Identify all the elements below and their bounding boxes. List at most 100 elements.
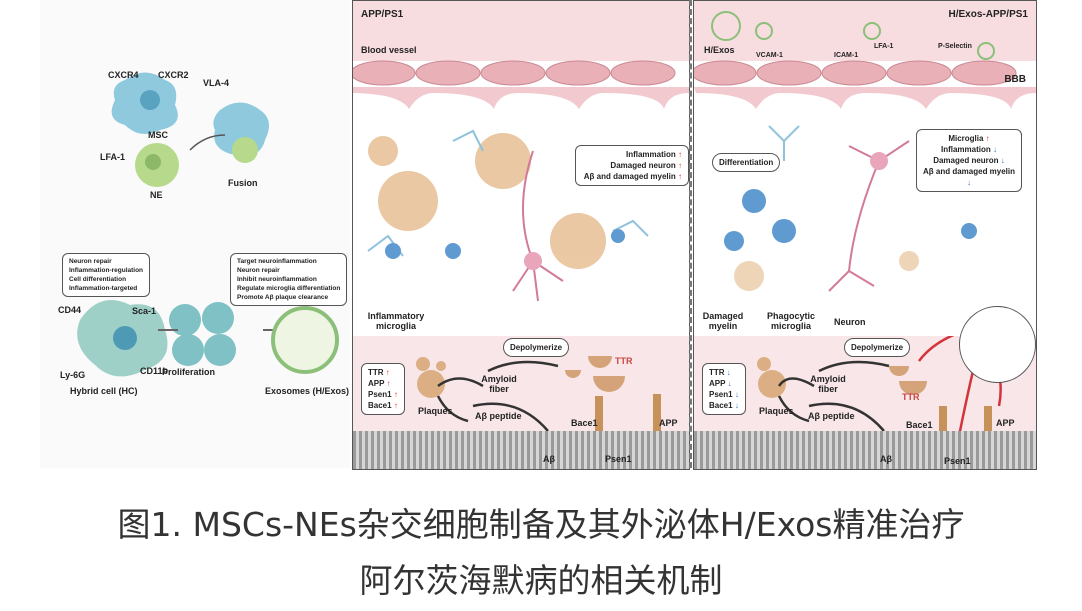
endothelium <box>694 60 1036 109</box>
neuron-icon <box>524 252 542 270</box>
gene-box: TTR ↓ APP ↓ Psen1 ↓ Bace1 ↓ <box>702 363 746 415</box>
gene-box: TTR ↑ APP ↑ Psen1 ↑ Bace1 ↑ <box>361 363 405 415</box>
marker-label: Sca-1 <box>132 306 157 316</box>
exosome-icon <box>711 11 995 60</box>
msc-label: MSC <box>148 130 168 140</box>
marker-label: CD11b <box>140 366 169 376</box>
proliferation-icon <box>169 302 236 366</box>
molecular-section: Depolymerize TTR Amyloid fiber Plaques A… <box>353 336 689 469</box>
brain-tissue-illustration <box>711 11 995 292</box>
app-label: APP <box>996 418 1015 428</box>
panel-divider <box>689 0 692 468</box>
depolymerize-label: Depolymerize <box>844 338 911 357</box>
ne-cell-icon <box>135 143 179 187</box>
plaque-icon <box>368 133 606 269</box>
status-text: Microglia <box>948 134 984 143</box>
fusion-arrow <box>189 134 226 151</box>
adhesion-label: VCAM-1 <box>756 52 783 59</box>
up-arrow-icon: ↑ <box>678 161 682 170</box>
down-arrow-icon: ↓ <box>734 390 739 399</box>
cell-membrane <box>353 431 689 469</box>
status-box: Inflammation ↑ Damaged neuron ↑ Aβ and d… <box>575 145 689 186</box>
ttr-icon <box>889 366 927 395</box>
left-panel: CXCR4 CXCR2 VLA-4 LFA-1 MSC NE Fusion Ne… <box>40 0 350 468</box>
receptor-label: CXCR2 <box>158 70 189 80</box>
phagocytic-label: Phagocytic microglia <box>766 311 815 331</box>
microglia-icon <box>724 189 977 251</box>
blood-vessel-label: Blood vessel <box>361 45 417 55</box>
status-text: Aβ and damaged myelin <box>923 167 1016 176</box>
status-text: Inflammation <box>940 145 991 154</box>
hc-function-item: Inflammation-targeted <box>69 285 138 292</box>
adhesion-label: P-Selectin <box>938 43 972 50</box>
down-arrow-icon: ↓ <box>1000 156 1005 165</box>
blood-vessel <box>353 1 689 61</box>
plaque-icon <box>734 251 919 291</box>
marker-label: CD44 <box>58 305 82 315</box>
hexos-label: H/Exos <box>704 45 735 55</box>
psen1-label: Psen1 <box>605 454 632 464</box>
ttr-label: TTR <box>902 392 920 402</box>
depolymerize-label: Depolymerize <box>503 338 570 357</box>
hexos-zoom-circle <box>959 306 1036 383</box>
up-arrow-icon: ↑ <box>393 401 398 410</box>
status-text: Aβ and damaged myelin <box>583 172 676 181</box>
abeta-label: Aβ <box>880 454 892 464</box>
figure-caption-line2: 阿尔茨海默病的相关机制 <box>359 561 723 600</box>
neuron-label: Neuron <box>834 317 866 327</box>
microglia-icon <box>385 229 625 259</box>
microglia-icon <box>768 125 800 161</box>
neuron-icon <box>870 152 888 170</box>
ttr-icon <box>565 356 625 392</box>
adhesion-label: ICAM-1 <box>834 52 859 59</box>
cell-illustrations <box>77 72 339 377</box>
amyloid-label: Amyloid fiber <box>810 374 846 394</box>
gene-text: Psen1 <box>368 390 392 399</box>
fusion-label: Fusion <box>228 178 258 188</box>
plaque-icon <box>757 357 786 398</box>
hc-label: Hybrid cell (HC) <box>70 386 138 396</box>
down-arrow-icon: ↓ <box>726 368 731 377</box>
down-arrow-icon: ↓ <box>727 379 732 388</box>
down-arrow-icon: ↓ <box>967 178 971 187</box>
status-text: Damaged neuron <box>933 156 999 165</box>
proliferation-label: Proliferation <box>162 367 216 377</box>
pathway-arrows <box>777 360 890 432</box>
psen1-label: Psen1 <box>944 456 971 466</box>
microglia-label: Inflammatory microglia <box>367 311 425 331</box>
neuron-icon <box>512 150 564 302</box>
exos-function-item: Promote Aβ plaque clearance <box>237 294 329 301</box>
brain-tissue-illustration <box>367 129 649 302</box>
exos-function-item: Inhibit neuroinflammation <box>237 276 317 283</box>
bace1-label: Bace1 <box>906 420 933 430</box>
gene-text: APP <box>709 379 726 388</box>
exosome-icon <box>271 306 339 374</box>
hc-function-item: Neuron repair <box>69 258 112 265</box>
receptor-label: LFA-1 <box>100 152 126 162</box>
gene-text: APP <box>368 379 385 388</box>
hc-function-item: Cell differentiation <box>69 276 127 283</box>
msc-cell-icon <box>111 72 178 134</box>
up-arrow-icon: ↑ <box>393 390 398 399</box>
exos-function-item: Regulate microglia differentiation <box>237 285 341 292</box>
app-label: APP <box>659 418 678 428</box>
gene-text: Psen1 <box>709 390 733 399</box>
down-arrow-icon: ↓ <box>993 145 997 154</box>
endothelium <box>353 60 689 109</box>
receptor-label: VLA-4 <box>203 78 230 88</box>
up-arrow-icon: ↑ <box>385 368 390 377</box>
figure-caption-line1: 图1. MSCs-NEs杂交细胞制备及其外泌体H/Exos精准治疗 <box>117 505 965 544</box>
damaged-myelin-label: Damaged myelin <box>702 311 744 331</box>
up-arrow-icon: ↑ <box>985 134 990 143</box>
status-text: Inflammation <box>625 150 676 159</box>
amyloid-label: Amyloid fiber <box>481 374 517 394</box>
fusion-cell-icon <box>213 102 269 163</box>
plaques-label: Plaques <box>759 406 794 416</box>
hc-function-box: Neuron repair Inflammation-regulation Ce… <box>62 253 151 297</box>
app-ps1-panel: APP/PS1 Blood vessel Inflammatory microg… <box>352 0 690 470</box>
peptide-label: Aβ peptide <box>475 411 522 421</box>
pathway-arrows <box>436 360 559 432</box>
molecular-illustration <box>416 356 661 458</box>
differentiation-label: Differentiation <box>712 153 781 172</box>
up-arrow-icon: ↑ <box>678 172 682 181</box>
